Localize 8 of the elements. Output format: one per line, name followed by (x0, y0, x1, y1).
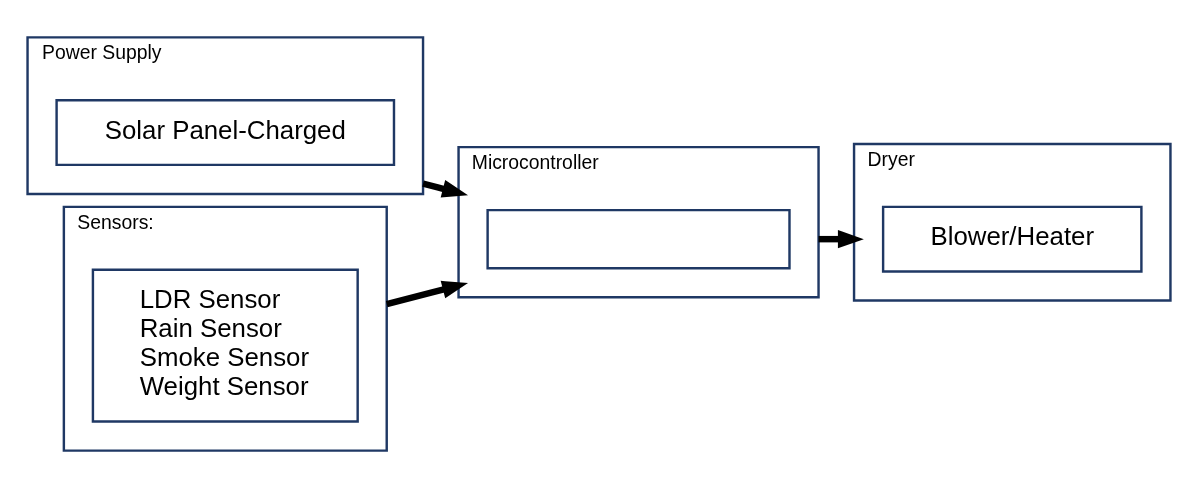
cluster: Microcontroller (457, 145, 820, 298)
node-box (486, 208, 791, 269)
node-box: Solar Panel-Charged (55, 98, 396, 166)
arrow (422, 179, 469, 198)
arrow (385, 280, 469, 307)
node-box: LDR Sensor Rain Sensor Smoke Sensor Weight Sensor (91, 268, 359, 423)
node-box: Blower/Heater (881, 205, 1143, 273)
arrow (818, 229, 864, 248)
